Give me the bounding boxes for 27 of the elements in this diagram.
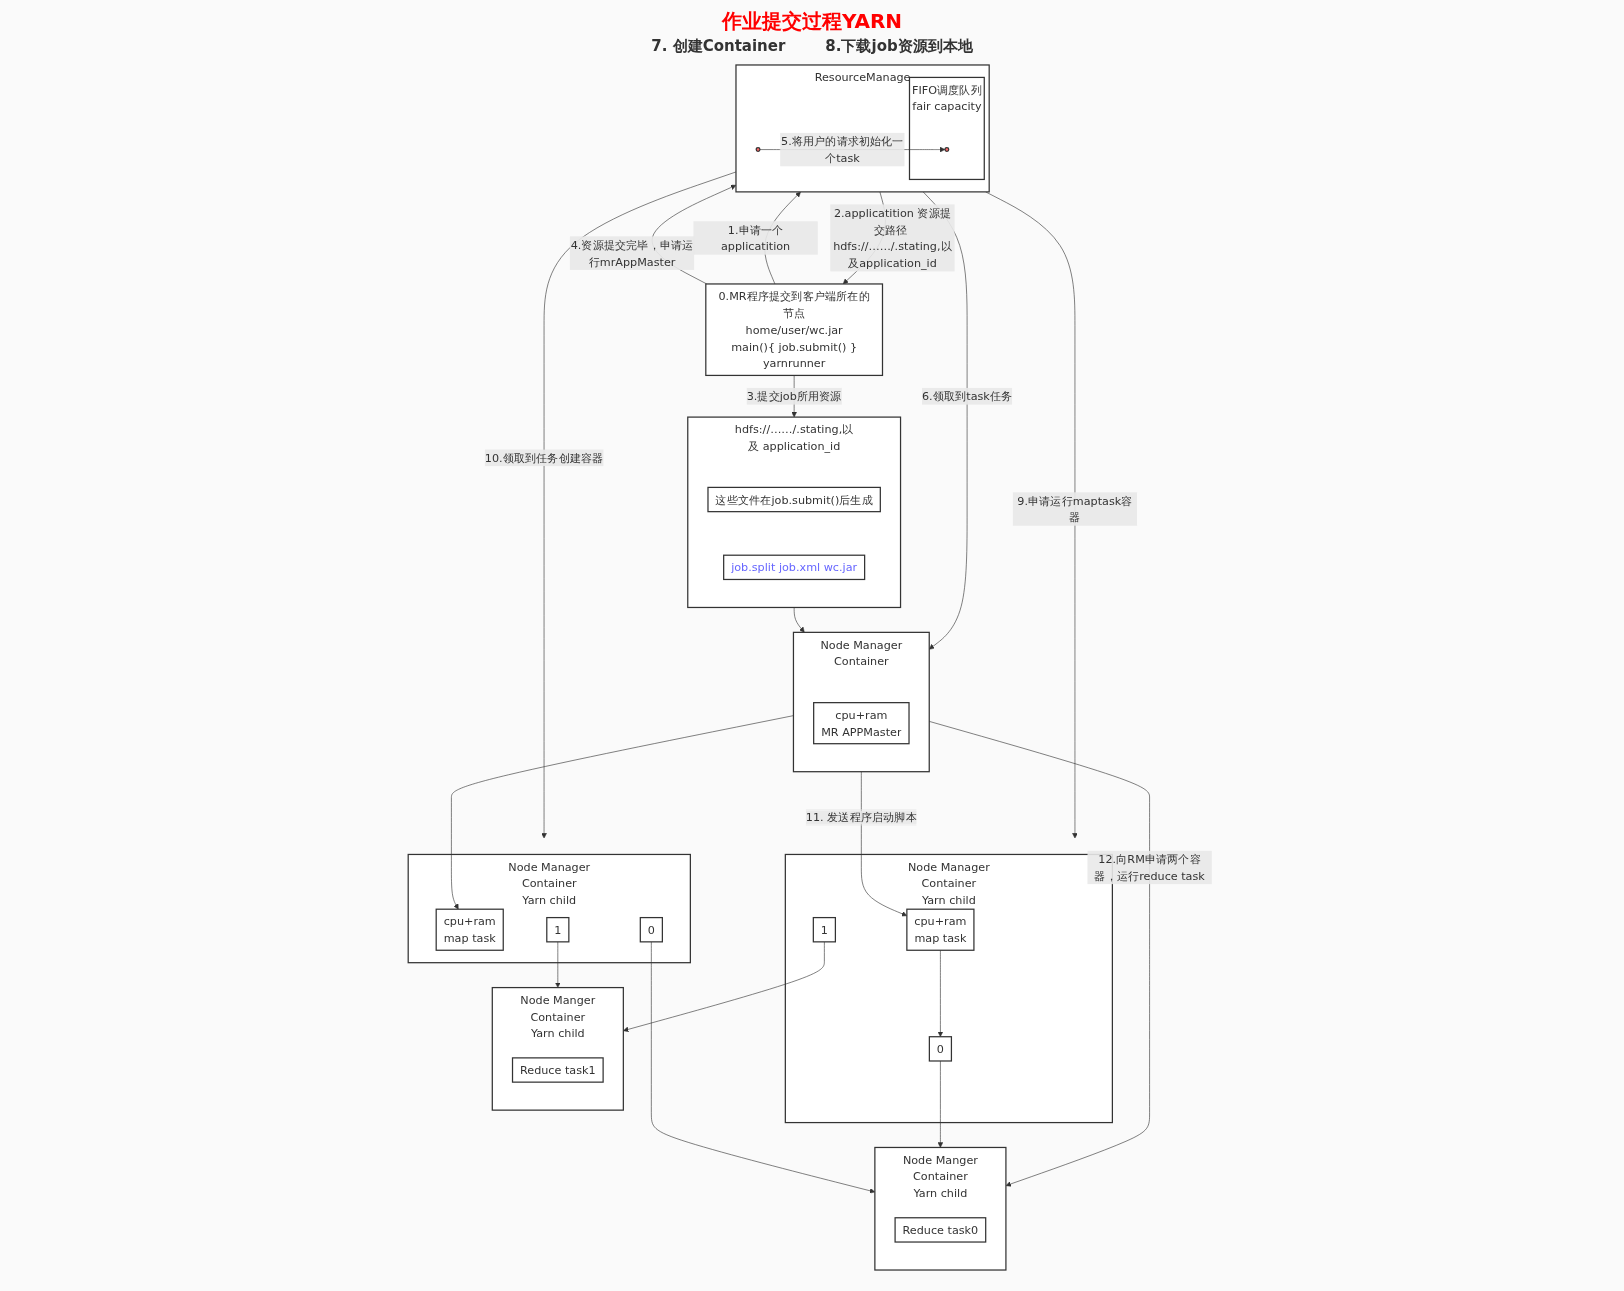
node-circle <box>944 147 950 153</box>
node-box: 1 <box>546 916 570 943</box>
edge-label: 2.applicatition 资源提交路径 hdfs://……/.stating,以及application_id <box>833 206 952 270</box>
node-circle <box>755 147 761 153</box>
node-box: cpu+ram map task <box>435 908 504 951</box>
edge-label: 1.申请一个applicatition <box>720 223 791 253</box>
step-note: 7. 创建Container <box>651 37 786 56</box>
node-label: fair capacity <box>912 99 982 113</box>
node-box: Reduce task1 <box>511 1057 604 1083</box>
node-box: Reduce task0 <box>894 1217 987 1243</box>
edge-label: 10.领取到任务创建容器 <box>484 451 604 465</box>
edge-label: 5.将用户的请求初始化一个task <box>781 134 904 165</box>
edge-label: 9.申请运行maptask容器 <box>1017 494 1133 524</box>
node-box: 1 <box>812 916 836 943</box>
edge-label: 6.领取到task任务 <box>921 389 1013 403</box>
node-box: 0 <box>639 916 663 943</box>
edge-label: 4.资源提交完毕，申请运行mrAppMaster <box>570 238 694 269</box>
edge-label: 3.提交job所用资源 <box>746 389 842 403</box>
node-box: cpu+ram map task <box>906 908 975 951</box>
node-box: 这些文件在job.submit()后生成 <box>707 486 881 513</box>
node-box: 0 <box>928 1036 953 1062</box>
edge-label: 11. 发送程序启动脚本 <box>805 810 917 824</box>
node-box: 0.MR程序提交到客户端所在的节点 home/user/wc.jar main(){ job.submit() } yarnrunner <box>705 283 884 377</box>
node-box: cpu+ram MR APPMaster <box>813 702 910 745</box>
node-box: job.split job.xml wc.jar <box>723 554 866 581</box>
step-note: 8.下载job资源到本地 <box>825 37 973 56</box>
diagram-title: 作业提交过程YARN <box>720 8 904 35</box>
